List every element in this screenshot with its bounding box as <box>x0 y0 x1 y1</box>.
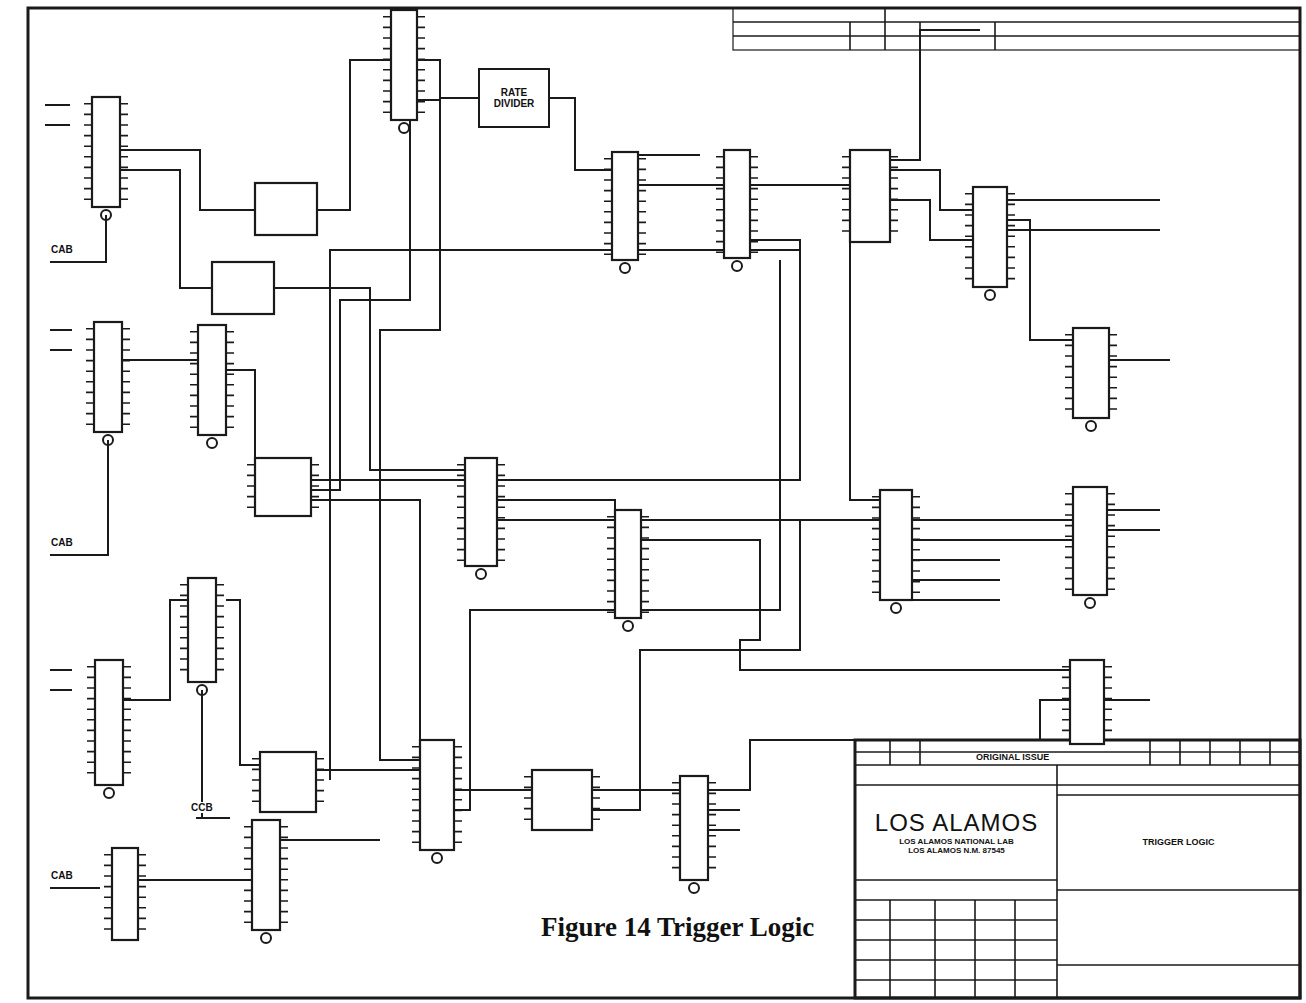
title-block-name: TRIGGER LOGIC <box>1060 798 1297 886</box>
figure-caption: Figure 14 Trigger Logic <box>540 912 815 943</box>
signal-name: CAB <box>50 537 74 548</box>
signal-name: CAB <box>50 870 74 881</box>
title-block-org: LOS ALAMOSLOS ALAMOS NATIONAL LABLOS ALA… <box>859 788 1054 876</box>
signal-name: CCB <box>190 802 214 813</box>
node-text: LOS ALAMOS <box>875 809 1038 837</box>
node-text: RATE DIVIDER <box>483 87 545 110</box>
table-cell: ORIGINAL ISSUE <box>975 753 1050 763</box>
node-text: TRIGGER LOGIC <box>1143 837 1215 847</box>
signal-name: CAB <box>50 244 74 255</box>
rate-divider-box: RATE DIVIDER <box>478 68 550 128</box>
node-text: LOS ALAMOS NATIONAL LAB <box>899 837 1014 846</box>
node-text: LOS ALAMOS N.M. 87545 <box>908 846 1005 855</box>
